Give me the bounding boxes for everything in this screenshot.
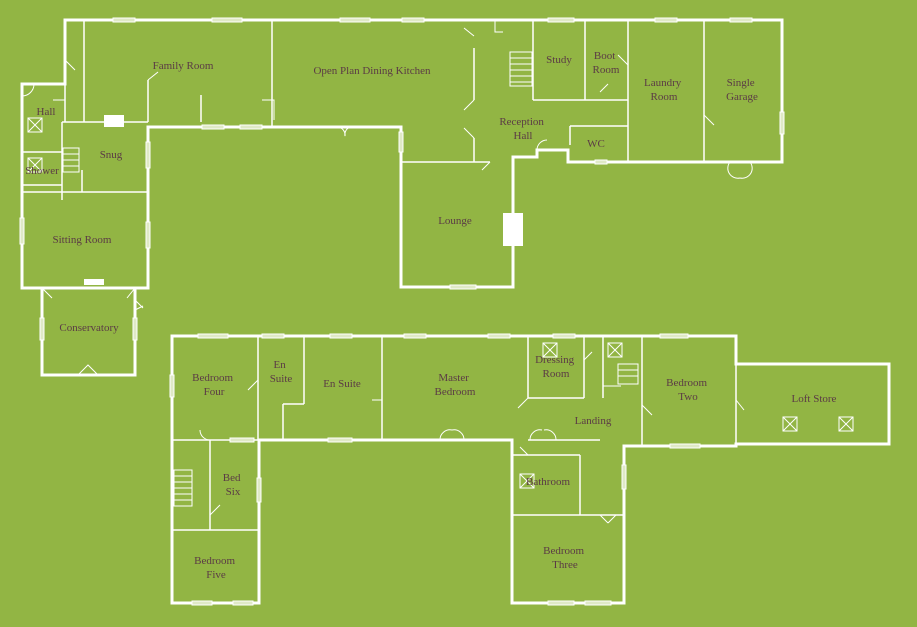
room-label-landing: Landing [575,415,612,427]
ground-floor-outer-wall [20,18,784,290]
ground-floor-doors [21,20,753,376]
ground-floor: Family Room Open Plan Dining Kitchen Stu… [19,17,785,377]
room-label-single-garage-line-2: Garage [726,91,758,103]
room-label-conservatory: Conservatory [59,322,119,334]
ground-floor-roof-lights [27,117,43,173]
first-floor: Bedroom Four En Suite En Suite Master Be… [169,333,891,606]
room-label-bedroom-five-line-1: Bedroom [194,555,235,567]
room-label-bedroom-three-line-2: Three [552,559,578,571]
room-label-bed-six: Bed Six [223,472,243,498]
snug-stairs [62,147,80,173]
room-label-hall: Hall [37,106,56,118]
room-label-master-bedroom-line-1: Master [438,372,469,384]
room-label-dressing-room: Dressing Room [535,354,577,380]
room-label-boot-room-line-1: Boot [594,50,615,62]
room-label-snug: Snug [100,149,123,161]
room-label-bedroom-four-line-2: Four [204,386,225,398]
room-label-laundry-room-line-2: Room [651,91,678,103]
room-label-laundry-room: Laundry Room [644,77,684,103]
first-floor-windows [169,333,701,606]
room-label-en-suite: En Suite [323,378,361,390]
room-label-bedroom-five: Bedroom Five [194,555,238,581]
room-label-bedroom-four: Bedroom Four [192,372,236,398]
room-label-single-garage: Single Garage [726,77,758,103]
room-label-reception-hall-line-1: Reception [499,116,544,128]
room-label-shower: Shower [25,165,59,177]
reception-stairs [509,51,533,87]
room-label-sitting-room: Sitting Room [53,234,112,246]
room-label-bedroom-three-line-1: Bedroom [543,545,584,557]
room-label-bedroom-two-line-2: Two [678,391,698,403]
room-label-laundry-room-line-1: Laundry [644,77,682,89]
room-label-bathroom: Bathroom [526,476,570,488]
room-label-lounge: Lounge [438,215,472,227]
room-label-boot-room-line-2: Room [593,64,620,76]
snug-chimney [104,115,124,127]
room-label-bedroom-three: Bedroom Three [543,545,587,571]
room-label-open-plan-dining-kitchen: Open Plan Dining Kitchen [313,65,431,77]
landing-stairs [617,363,639,385]
room-label-single-garage-line-1: Single [727,77,755,89]
room-label-wc: WC [587,138,605,150]
conservatory-step [84,279,104,285]
room-label-reception-hall-line-2: Hall [514,130,533,142]
bed-six-stairs [173,469,193,507]
room-label-study: Study [546,54,572,66]
room-label-reception-hall: Reception Hall [499,116,546,142]
ground-floor-windows [19,17,785,341]
room-label-en-suite-small-line-1: En [274,359,287,371]
room-label-en-suite-small: En Suite [270,359,293,385]
room-label-bed-six-line-1: Bed [223,472,241,484]
first-floor-roof-lights [519,342,854,489]
room-label-bedroom-four-line-1: Bedroom [192,372,233,384]
room-label-loft-store: Loft Store [792,393,837,405]
lounge-chimney [503,213,523,246]
first-floor-doors [199,351,745,524]
room-label-bed-six-line-2: Six [226,486,241,498]
room-label-bedroom-two-line-1: Bedroom [666,377,707,389]
room-label-family-room: Family Room [153,60,214,72]
first-floor-outer-wall [170,334,891,605]
room-label-boot-room: Boot Room [593,50,620,76]
room-label-bedroom-two: Bedroom Two [666,377,710,403]
room-label-master-bedroom: Master Bedroom [435,372,476,398]
room-label-dressing-room-line-1: Dressing [535,354,575,366]
room-label-en-suite-small-line-2: Suite [270,373,293,385]
room-label-bedroom-five-line-2: Five [206,569,226,581]
ground-floor-internal-walls [22,20,705,200]
room-label-dressing-room-line-2: Room [543,368,570,380]
room-label-master-bedroom-line-2: Bedroom [435,386,476,398]
